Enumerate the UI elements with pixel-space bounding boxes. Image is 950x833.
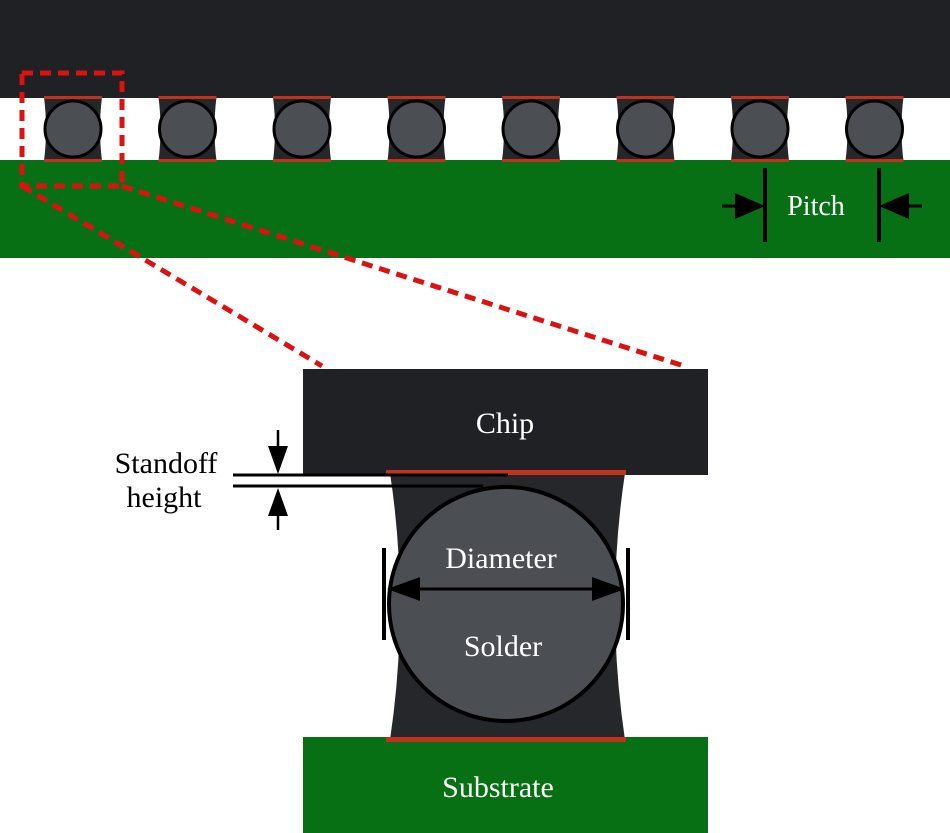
bottom-pad: [502, 159, 560, 162]
solder-label: Solder: [464, 630, 542, 663]
standoff-dimension: [233, 430, 508, 530]
solder-ball: [387, 99, 446, 159]
top-pad: [845, 96, 904, 99]
solder-ball-row: [43, 96, 904, 162]
top-pad: [44, 96, 102, 99]
bottom-pad: [273, 159, 331, 162]
top-pad: [386, 470, 626, 475]
detail-substrate: [303, 737, 708, 833]
top-pad: [387, 96, 446, 99]
zoom-callout: [19, 70, 685, 369]
standoff-arrowhead-bottom: [268, 488, 288, 516]
top-pad: [731, 96, 789, 99]
diameter-arrowhead-left: [387, 577, 420, 601]
standoff-label-line1: Standoff: [115, 447, 218, 480]
top-pad: [273, 96, 331, 99]
pitch-arrowhead-right: [879, 193, 909, 219]
solder-ball: [730, 99, 790, 159]
top-pad: [158, 96, 217, 99]
substrate-strip: [0, 160, 950, 258]
pitch-dimension: Pitch: [722, 168, 922, 242]
bottom-pad: [616, 159, 675, 162]
bottom-pad: [731, 159, 789, 162]
bottom-pad: [386, 737, 626, 742]
top-pad: [502, 96, 560, 99]
standoff-arrowhead-top: [268, 446, 288, 474]
diameter-dimension: [382, 548, 630, 640]
top-pad: [616, 96, 675, 99]
chip-strip: [0, 0, 950, 98]
solder-ball: [43, 99, 103, 159]
standoff-label-line2: height: [127, 481, 203, 514]
bottom-pad: [44, 159, 102, 162]
solder-ball: [158, 99, 217, 159]
diameter-label: Diameter: [445, 542, 557, 575]
zoom-callout-line-right: [121, 183, 685, 369]
pitch-label: Pitch: [787, 191, 845, 222]
zoom-callout-box: [19, 70, 125, 189]
bottom-pad: [158, 159, 217, 162]
chip-label: Chip: [476, 407, 534, 440]
diameter-arrowhead-right: [592, 577, 625, 601]
detail-chip: [303, 369, 708, 475]
solder-ball: [501, 99, 561, 159]
zoom-callout-line-left: [20, 183, 324, 369]
solder-ball: [845, 99, 904, 159]
substrate-label: Substrate: [442, 771, 554, 804]
pitch-arrowhead-left: [735, 193, 765, 219]
solder-ball: [272, 99, 332, 159]
solder-ball: [616, 99, 675, 159]
bottom-pad: [845, 159, 904, 162]
solder-ball: [387, 485, 625, 723]
bottom-pad: [387, 159, 446, 162]
